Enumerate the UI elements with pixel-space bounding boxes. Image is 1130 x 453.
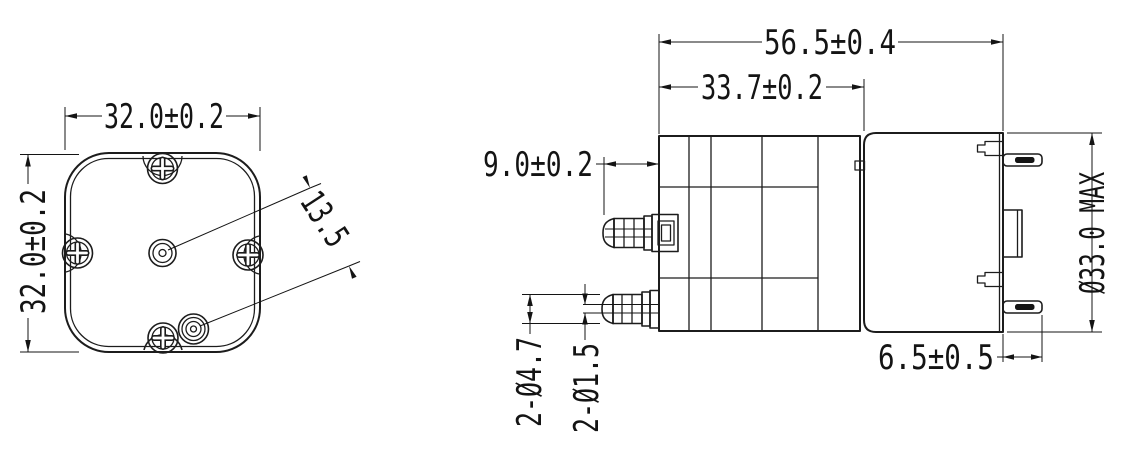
screw-head-outline <box>146 152 179 185</box>
dim-arrow <box>659 39 671 45</box>
terminal-blade-top <box>1002 153 1043 167</box>
pump-head-body <box>658 135 861 332</box>
dim-arrow <box>65 113 77 119</box>
screw-bottom <box>147 322 179 354</box>
dim-barb-outer-label: 2-Ø4.7 <box>510 337 550 427</box>
dim-arrow <box>582 293 588 305</box>
dim-arrow <box>25 154 31 167</box>
dim-arrow <box>1031 354 1042 360</box>
motor-end-boss <box>1002 209 1023 258</box>
dim-arrow <box>1089 133 1095 145</box>
dim-front-height-label: 32.0±0.2 <box>14 189 54 314</box>
front-face-inner-outline <box>69 157 256 348</box>
dim-arrow <box>1089 320 1095 332</box>
dim-arrow <box>527 312 533 324</box>
motor-outline <box>863 132 1004 333</box>
hose-barb-lower <box>583 289 660 329</box>
dim-port-protrusion-label: 9.0±0.2 <box>483 145 593 185</box>
screw-top <box>146 152 179 185</box>
barb-tip-cone <box>602 217 615 249</box>
port-fitting-block <box>649 289 660 329</box>
side-view: 56.5±0.4 33.7±0.2 9.0±0.2 2-Ø4.7 <box>483 23 1113 433</box>
dim-terminal-length-label: 6.5±0.5 <box>878 338 994 378</box>
barb-tip-cone <box>601 293 614 325</box>
dim-arrow <box>647 161 659 167</box>
dim-arrow <box>1003 354 1014 360</box>
dim-front-height: 32.0±0.2 <box>14 154 79 353</box>
dim-motor-diameter: Ø33.0 MAX <box>1007 132 1113 333</box>
dim-overall-length-label: 56.5±0.4 <box>764 23 896 63</box>
pump-head-outline <box>658 135 861 332</box>
screw-left <box>61 237 94 269</box>
dim-terminal-length: 6.5±0.5 <box>878 315 1043 378</box>
dim-port-offset-label: 13.5 <box>291 184 356 254</box>
dim-arrow <box>25 340 31 352</box>
dim-arrow <box>248 113 260 119</box>
hose-barb-upper <box>602 213 679 253</box>
dim-port-offset: 13.5 <box>167 175 361 327</box>
dim-arrow <box>527 294 533 306</box>
dim-barb-inner-diameter: 2-Ø1.5 <box>567 284 607 433</box>
dim-arrow <box>659 84 671 90</box>
terminal-blade-bottom <box>1002 300 1043 314</box>
dim-arrow <box>991 39 1003 45</box>
dim-front-width: 32.0±0.2 <box>64 97 261 151</box>
dim-port-protrusion: 9.0±0.2 <box>483 145 659 215</box>
dim-barb-outer-diameter: 2-Ø4.7 <box>510 294 600 427</box>
terminal-slot-top <box>1015 157 1035 163</box>
dim-arrow <box>349 266 357 279</box>
front-view: 13.5 32.0±0.2 32.0±0.2 <box>14 97 361 354</box>
dim-overall-length: 56.5±0.4 <box>658 23 1004 134</box>
dim-arrow <box>604 161 616 167</box>
dim-arrow <box>302 175 310 188</box>
motor-clip <box>854 160 866 171</box>
center-port <box>148 238 177 268</box>
brush-cap-tab-top <box>976 140 1003 157</box>
dim-front-width-label: 32.0±0.2 <box>104 97 224 137</box>
screw-right <box>232 239 264 271</box>
dim-arrow <box>582 313 588 325</box>
motor-body <box>854 132 1043 333</box>
dim-arrow <box>852 84 864 90</box>
dim-motor-diameter-label: Ø33.0 MAX <box>1073 172 1113 294</box>
dim-barb-inner-label: 2-Ø1.5 <box>567 343 607 433</box>
dim-head-length: 33.7±0.2 <box>659 68 865 131</box>
dim-head-length-label: 33.7±0.2 <box>701 68 823 108</box>
brush-cap-tab-bottom <box>976 271 1003 288</box>
terminal-slot-bottom <box>1015 304 1035 310</box>
eccentric-port <box>177 313 210 345</box>
port-fitting-block <box>651 213 679 253</box>
